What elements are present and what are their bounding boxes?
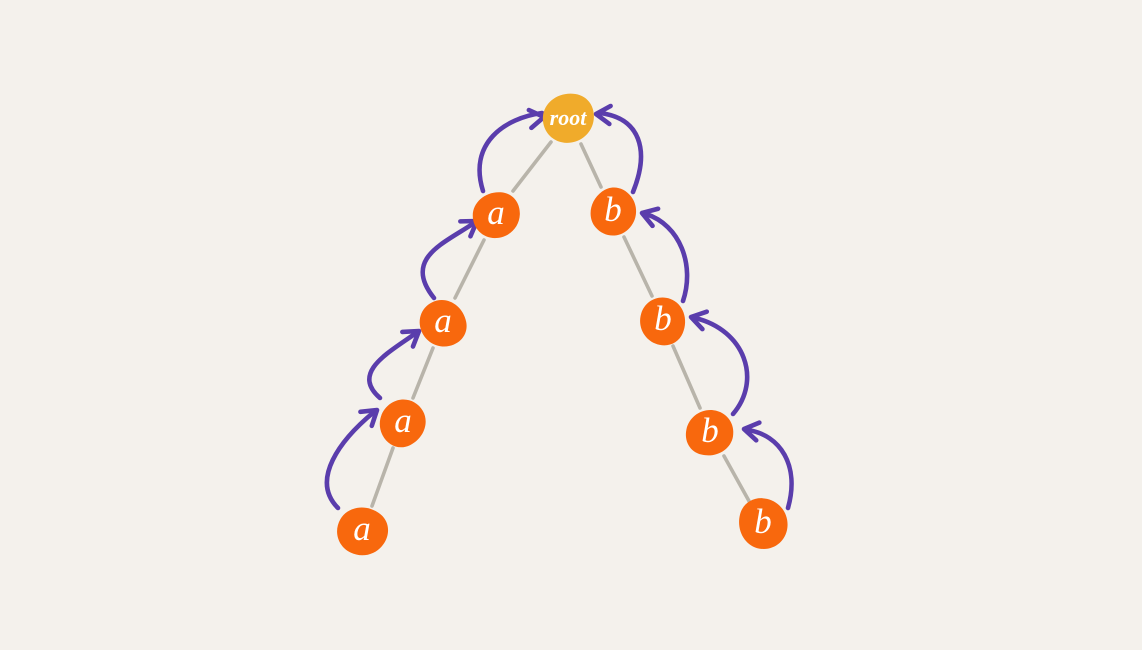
node-b2: b [631, 289, 695, 354]
node-a1: a [469, 188, 524, 242]
node-b2-label: b [654, 299, 672, 338]
tree-edges [370, 140, 751, 508]
node-a4: a [327, 496, 398, 566]
edge-root-b1 [579, 142, 603, 189]
edge-a2-a3 [411, 346, 435, 400]
node-a2: a [417, 297, 469, 349]
edge-root-a1 [511, 140, 553, 193]
node-b4: b [731, 491, 795, 556]
node-a2-label: a [434, 301, 452, 340]
edge-b3-b4 [722, 454, 751, 503]
tree-nodes: root a a a a b [327, 87, 795, 566]
node-b3-label: b [701, 411, 719, 450]
node-a4-label: a [353, 509, 371, 548]
node-b1: b [581, 179, 646, 244]
edge-a3-a4 [370, 446, 395, 508]
node-root-label: root [550, 105, 588, 130]
node-a3-label: a [394, 401, 412, 440]
node-a1-label: a [487, 193, 505, 232]
parent-arrow-b4-to-b3 [745, 427, 794, 511]
node-root: root [537, 87, 600, 149]
parent-arrow-a3-to-a2 [367, 330, 419, 401]
parent-arrow-b2-to-b1 [643, 211, 690, 304]
node-b1-label: b [604, 190, 622, 229]
parent-arrow-b1-to-root [597, 110, 644, 195]
node-a3: a [372, 393, 433, 454]
edge-a1-a2 [453, 238, 486, 300]
parent-arrow-a1-to-root [477, 110, 545, 194]
edge-b2-b3 [671, 344, 702, 410]
parent-arrow-a2-to-a1 [420, 220, 477, 301]
parent-arrow-b3-to-b2 [692, 315, 750, 417]
edge-b1-b2 [622, 235, 654, 298]
node-b3: b [679, 403, 740, 463]
parent-arrow-a4-to-a3 [324, 409, 377, 511]
parent-pointer-arrows [324, 105, 794, 511]
node-b4-label: b [754, 502, 772, 541]
